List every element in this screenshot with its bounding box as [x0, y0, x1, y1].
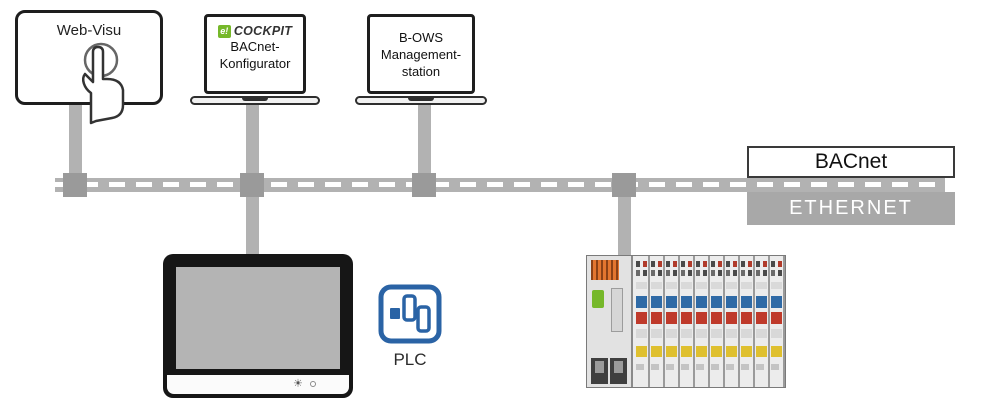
drop-line-hmi-panel	[246, 192, 259, 256]
plc-icon	[378, 284, 442, 344]
drop-line-web-visu	[69, 104, 82, 178]
io-terminal-row	[636, 329, 784, 338]
cockpit-logo: e! COCKPIT	[207, 24, 303, 38]
io-module-strip	[635, 256, 785, 387]
io-led-row	[636, 261, 784, 267]
hmi-touch-panel: ☀	[163, 254, 353, 398]
plc-label: PLC	[393, 350, 427, 369]
web-visu-label: Web-Visu	[56, 22, 122, 39]
rj45-port	[610, 358, 627, 384]
web-visu-tablet: Web-Visu	[15, 10, 163, 125]
bus-junction	[612, 173, 636, 197]
hmi-screen	[176, 267, 340, 369]
management-station-laptop-screen: B-OWS Management- station	[367, 14, 475, 94]
controller-head-unit	[587, 256, 633, 387]
bacnet-label-box: BACnet	[747, 146, 955, 178]
management-label-line1: B-OWS	[398, 30, 444, 45]
io-terminal-row	[636, 364, 784, 370]
bus-junction	[412, 173, 436, 197]
cockpit-logo-icon: e!	[217, 24, 231, 38]
ethernet-label-box: ETHERNET	[747, 192, 955, 225]
io-led-row	[636, 270, 784, 276]
configurator-label-line1: BACnet-	[230, 39, 280, 54]
power-led-icon	[309, 381, 316, 387]
management-station-laptop-base	[355, 96, 487, 105]
memory-card-slot	[611, 288, 623, 332]
io-terminal-row	[636, 282, 784, 289]
io-controller-node	[586, 255, 786, 388]
rj45-port	[591, 358, 608, 384]
io-yellow-terminal-row	[636, 346, 784, 357]
drop-line-io-controller	[618, 192, 631, 256]
io-blue-terminal-row	[636, 296, 784, 308]
touch-hand-icon	[82, 42, 125, 125]
bus-junction	[240, 173, 264, 197]
brightness-icon: ☀	[293, 378, 303, 390]
fieldbus-connector	[591, 260, 619, 280]
drop-line-configurator	[246, 101, 259, 178]
configurator-label-line2: Konfigurator	[219, 56, 291, 71]
configurator-laptop-screen: e! COCKPIT BACnet- Konfigurator	[204, 14, 306, 94]
ethernet-bus-line	[55, 178, 945, 192]
drop-line-management-station	[418, 101, 431, 178]
management-label-line2: Management-	[380, 47, 462, 62]
io-red-terminal-row	[636, 312, 784, 324]
vendor-logo-mark	[592, 290, 604, 308]
bus-dashed-stripe	[55, 182, 945, 187]
hmi-bottom-strip: ☀	[167, 375, 349, 394]
management-label-line3: station	[401, 64, 441, 79]
bus-junction	[63, 173, 87, 197]
configurator-laptop-base	[190, 96, 320, 105]
cockpit-logo-text: COCKPIT	[233, 24, 293, 38]
